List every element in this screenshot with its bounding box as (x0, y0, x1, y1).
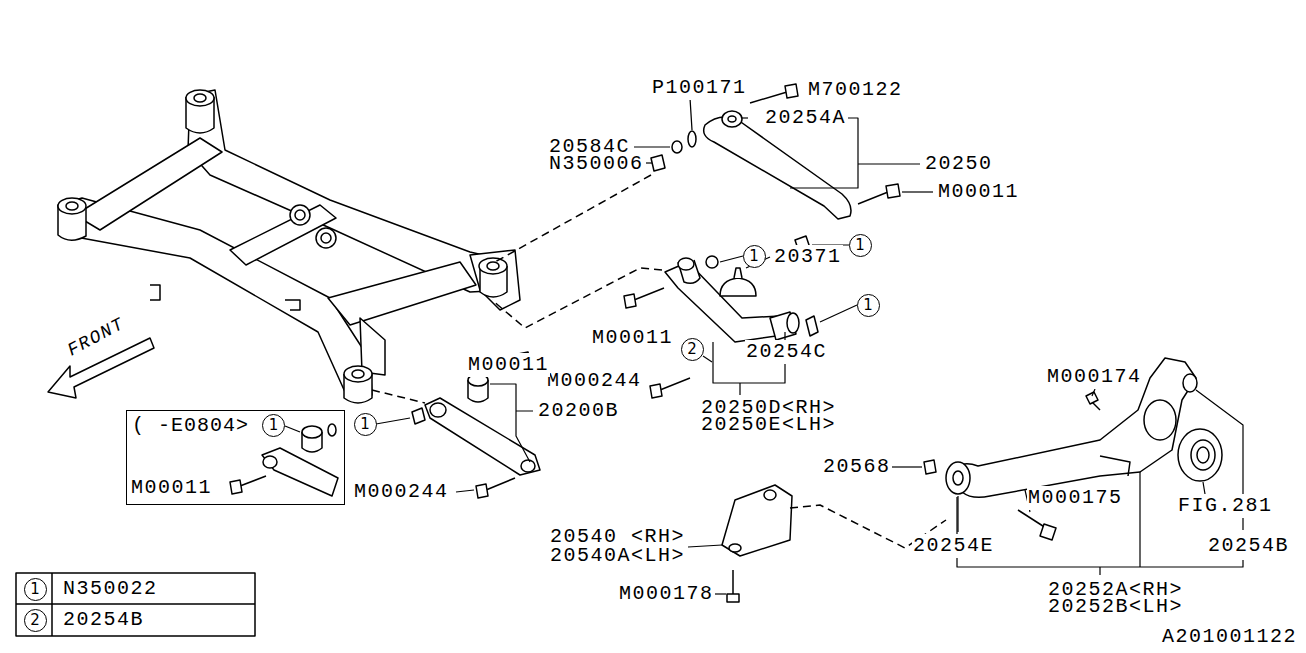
callout-text: 1 (269, 418, 279, 433)
part-number: M000244 (546, 369, 643, 393)
callout-number: 1 (857, 294, 880, 317)
part-number: M000174 (1046, 365, 1143, 389)
leader-lines (285, 98, 1243, 594)
part-number: M00011 (467, 353, 550, 377)
part-number: M700122 (807, 78, 904, 102)
part-number: M00011 (130, 476, 213, 500)
part-number: 20200B (537, 399, 620, 423)
part-number: 20254B (1207, 534, 1290, 558)
part-number: 20254A (764, 106, 847, 130)
key-table (16, 573, 255, 636)
upper-arm (651, 84, 900, 252)
part-number: 20371 (773, 245, 843, 269)
direction-label: FRONT (62, 312, 129, 363)
part-number: M000244 (353, 480, 450, 504)
callout-text: 1 (360, 417, 370, 432)
part-number: 20254E (912, 534, 995, 558)
callout-text: 1 (749, 249, 759, 264)
part-number: M000175 (1027, 486, 1124, 510)
part-number: M00011 (591, 326, 674, 350)
part-number: 20252B<LH> (1047, 595, 1184, 619)
callout-text: 1 (863, 298, 873, 313)
callout-text: 2 (30, 613, 40, 628)
part-number: 20540A<LH> (549, 544, 686, 568)
part-number: FIG.281 (1177, 494, 1274, 518)
inset-heading: ( -E0804> (132, 414, 249, 438)
callout-number: 1 (24, 578, 47, 601)
part-number: 20568 (822, 455, 892, 479)
callout-text: 1 (855, 238, 865, 253)
callout-number: 2 (24, 609, 47, 632)
part-number: N350022 (62, 577, 159, 601)
callout-number: 1 (743, 245, 766, 268)
part-number: N350006 (548, 152, 645, 176)
inset-box: ( -E0804> 1 (126, 410, 345, 505)
part-number: M00011 (937, 180, 1020, 204)
part-number: P100171 (651, 76, 748, 100)
part-number: A201001122 (1161, 625, 1298, 649)
callout-number: 2 (681, 338, 704, 361)
callout-text: 2 (687, 342, 697, 357)
callout-number: 1 (849, 234, 872, 257)
callout-text: 1 (30, 582, 40, 597)
callout-number: 1 (262, 414, 285, 437)
part-number: M000178 (618, 582, 715, 606)
part-number: 20254C (745, 340, 828, 364)
part-number: 20250 (924, 152, 994, 176)
assembly-lines (372, 175, 946, 548)
bracket (722, 485, 792, 602)
part-number: 20254B (62, 608, 145, 632)
part-number: 20250E<LH> (700, 413, 837, 437)
callout-number: 1 (354, 413, 377, 436)
